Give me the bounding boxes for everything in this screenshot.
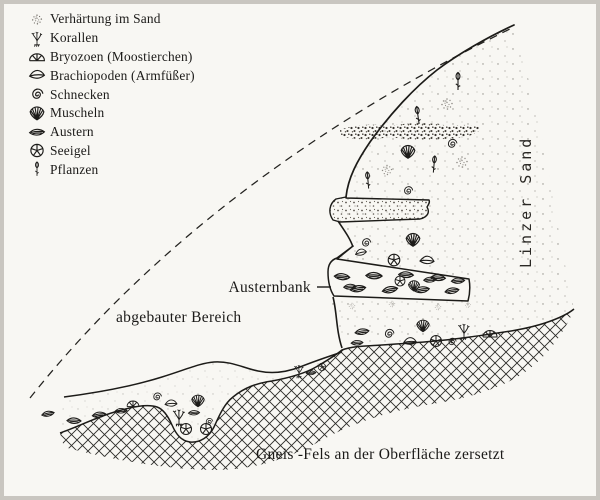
sand-ledge xyxy=(329,196,431,223)
abgebauter-bereich-label: abgebauter Bereich xyxy=(116,309,241,326)
austernbank-label: Austernbank xyxy=(228,279,311,296)
legend-item: Brachiopoden (Armfüßer) xyxy=(26,66,195,85)
legend-item: Korallen xyxy=(26,29,195,48)
cliff-profile-line xyxy=(345,24,515,198)
verhaertung-band xyxy=(340,123,481,140)
legend-item-label: Korallen xyxy=(50,30,99,46)
koralle-icon xyxy=(26,29,50,48)
legend-item: Bryozoen (Moostierchen) xyxy=(26,48,195,67)
legend-item: Schnecken xyxy=(26,85,195,104)
legend-item: Seeigel xyxy=(26,142,195,161)
gneiss-bedrock xyxy=(60,309,574,470)
bryozoe-icon xyxy=(26,48,50,67)
cross-section-drawing: Austernbank abgebauter Bereich Linzer Sa… xyxy=(29,24,575,470)
legend-item-label: Pflanzen xyxy=(50,161,99,177)
legend-item-label: Schnecken xyxy=(50,86,110,102)
quarry-floor-line xyxy=(63,351,343,398)
cliff-notch-line xyxy=(337,220,354,248)
legend-item: Muscheln xyxy=(26,104,195,123)
auster-icon xyxy=(26,123,50,142)
cliff-base-line xyxy=(332,296,343,349)
seeigel-icon xyxy=(26,141,50,160)
legend-item-label: Brachiopoden (Armfüßer) xyxy=(50,67,195,83)
muschel-icon xyxy=(26,104,50,123)
schnecke-icon xyxy=(26,85,50,104)
brachiopode-icon xyxy=(26,66,50,85)
legend-item: Verhärtung im Sand xyxy=(26,10,195,29)
gneiss-surface-line xyxy=(59,308,575,443)
legend-item: Austern xyxy=(26,123,195,142)
legend-item-label: Seeigel xyxy=(50,142,91,158)
pflanze-icon xyxy=(26,160,50,179)
legend-item-label: Bryozoen (Moostierchen) xyxy=(50,48,193,64)
verhaertung-icon xyxy=(26,10,50,29)
gneis-caption: Gneis -Fels an der Oberfläche zersetzt xyxy=(256,446,505,463)
legend-item-label: Verhärtung im Sand xyxy=(50,11,161,27)
legend-item: Pflanzen xyxy=(26,160,195,179)
fossil-auster-icon xyxy=(40,409,56,418)
legend-item-label: Austern xyxy=(50,124,94,140)
linzer-sand-label: Linzer Sand xyxy=(517,136,535,268)
former-surface-dashed-line xyxy=(29,27,513,399)
legend-item-label: Muscheln xyxy=(50,105,105,121)
legend: Verhärtung im Sand Korallen Bryozoen (Mo… xyxy=(26,10,195,179)
